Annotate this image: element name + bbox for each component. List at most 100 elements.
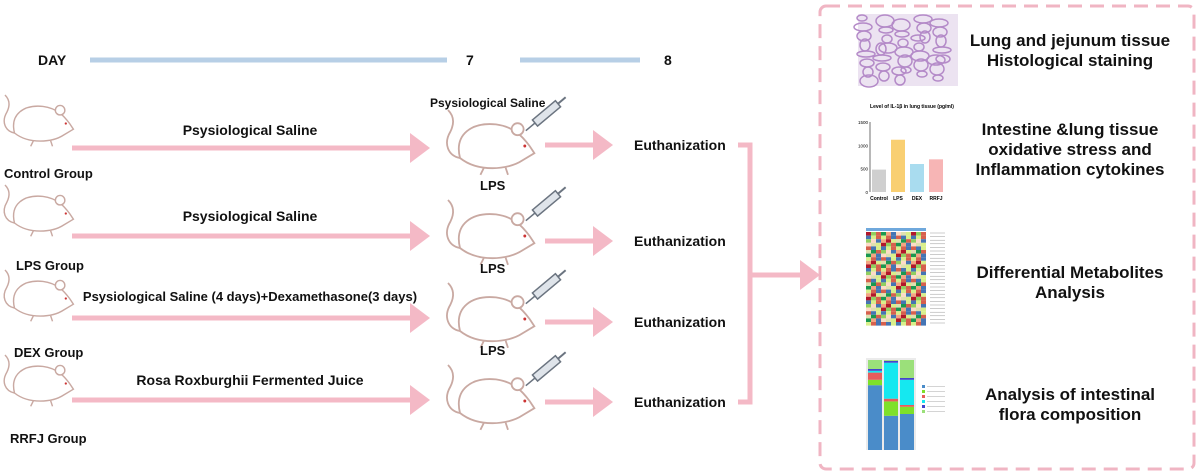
heatmap-cell	[906, 286, 911, 290]
heatmap-cell	[886, 322, 891, 326]
heatmap-cell	[921, 300, 926, 304]
heatmap-cell	[916, 322, 921, 326]
heatmap-cell	[871, 293, 876, 297]
heatmap-cell	[886, 239, 891, 243]
heatmap-cell	[906, 296, 911, 301]
heatmap-cell	[921, 322, 926, 326]
heatmap-cell	[911, 271, 916, 276]
heatmap-cell	[921, 311, 926, 315]
heatmap-cell	[881, 242, 886, 247]
heatmap-cell	[916, 289, 921, 294]
heatmap-cell	[911, 235, 916, 240]
heatmap-cell	[906, 311, 911, 315]
heatmap-cell	[866, 293, 871, 297]
heatmap-cell	[916, 239, 921, 243]
stack-segment	[900, 405, 914, 407]
heatmap-cell	[916, 282, 921, 286]
heatmap-cell	[896, 314, 901, 319]
heatmap-cell	[901, 242, 906, 247]
heatmap-cell	[876, 232, 881, 236]
heatmap-cell	[916, 264, 921, 268]
heatmap-image	[866, 228, 945, 326]
heatmap-cell	[911, 278, 916, 283]
heatmap-cell	[921, 296, 926, 301]
heatmap-cell	[916, 311, 921, 315]
stack-segment	[868, 369, 882, 371]
stack-segment	[884, 415, 898, 450]
heatmap-cell	[896, 257, 901, 261]
histology-cell	[916, 70, 928, 78]
heatmap-cell	[911, 253, 916, 258]
heatmap-cell	[921, 282, 926, 286]
heatmap-cell	[886, 314, 891, 319]
syringe-icon	[525, 269, 567, 305]
treatment-label: Psysiological Saline	[182, 122, 318, 138]
heatmap-cell	[886, 232, 891, 236]
heatmap-cell	[911, 257, 916, 261]
heatmap-cell	[881, 289, 886, 294]
heatmap-cell	[906, 264, 911, 268]
heatmap-cell	[921, 307, 926, 312]
heatmap-cell	[896, 296, 901, 301]
bar-RRFJ	[929, 159, 943, 192]
mouse-icon	[3, 354, 75, 407]
heatmap-cell	[876, 239, 881, 243]
heatmap-cell	[901, 275, 906, 279]
stack-segment	[900, 414, 914, 450]
heatmap-cell	[876, 318, 881, 322]
day-7-label: 7	[466, 52, 474, 68]
heatmap-cell	[881, 275, 886, 279]
heatmap-cell	[881, 307, 886, 312]
heatmap-cell	[896, 268, 901, 272]
heatmap-cell	[886, 235, 891, 240]
mouse-icon	[446, 282, 536, 349]
histology-cell	[862, 66, 874, 78]
heatmap-cell	[876, 286, 881, 290]
heatmap-cell	[891, 296, 896, 301]
heatmap-cell	[876, 264, 881, 268]
heatmap-cell	[896, 246, 901, 250]
stack-segment	[900, 378, 914, 380]
histology-cell	[894, 74, 906, 86]
histology-cell	[932, 26, 948, 38]
heatmap-cell	[906, 246, 911, 250]
heatmap-cell	[916, 232, 921, 236]
heatmap-cell	[891, 289, 896, 294]
histology-cell	[856, 30, 872, 42]
heatmap-cell	[921, 253, 926, 258]
heatmap-cell	[876, 250, 881, 254]
heatmap-cell	[871, 235, 876, 240]
heatmap-cell	[896, 275, 901, 279]
injection-label: LPS	[480, 343, 506, 358]
histology-cell	[878, 26, 894, 34]
y-tick-label: 1000	[858, 143, 869, 148]
heatmap-cell	[881, 232, 886, 236]
heatmap-cell	[916, 250, 921, 254]
heatmap-cell	[886, 286, 891, 290]
histology-cell	[919, 30, 931, 44]
heatmap-cell	[916, 242, 921, 247]
heatmap-cell	[891, 260, 896, 265]
heatmap-cell	[871, 307, 876, 312]
heatmap-cell	[921, 314, 926, 319]
legend-swatch	[922, 410, 925, 413]
heatmap-cell	[891, 278, 896, 283]
heatmap-cell	[911, 314, 916, 319]
heatmap-cell	[911, 322, 916, 326]
heatmap-cell	[921, 264, 926, 268]
heatmap-cell	[866, 271, 871, 276]
heatmap-cell	[901, 250, 906, 254]
heatmap-cell	[881, 268, 886, 272]
heatmap-cell	[871, 239, 876, 243]
heatmap-cell	[911, 289, 916, 294]
heatmap-cell	[896, 300, 901, 304]
bar-DEX	[910, 164, 924, 192]
heatmap-cell	[921, 275, 926, 279]
heatmap-cell	[871, 300, 876, 304]
heatmap-cell	[881, 293, 886, 297]
heatmap-cell	[911, 268, 916, 272]
heatmap-cell	[906, 253, 911, 258]
heatmap-cell	[866, 314, 871, 319]
